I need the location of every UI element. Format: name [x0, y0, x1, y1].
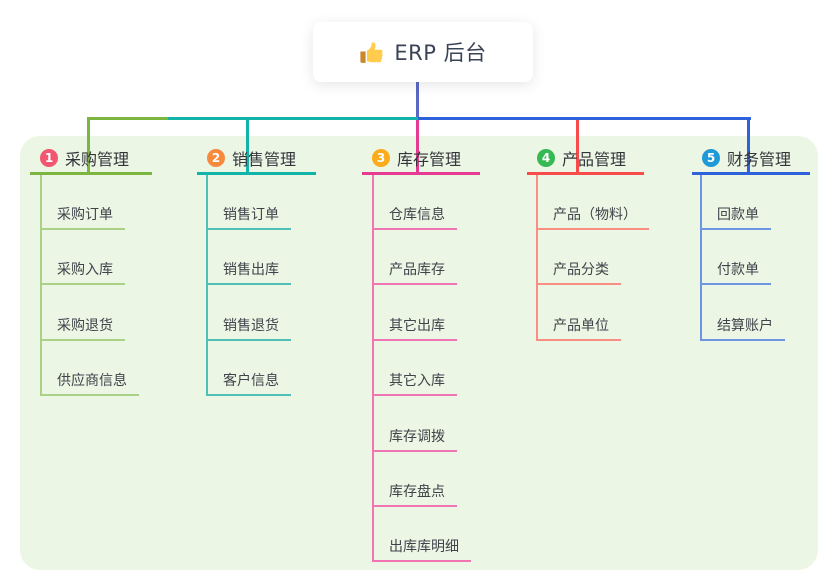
branch-2-number-badge: 2: [207, 149, 225, 167]
branch-5-child-3[interactable]: 结算账户: [717, 317, 773, 334]
branch-4-child-2-underline: [536, 283, 621, 286]
branch-2-child-1-underline: [206, 228, 291, 230]
branch-3-child-1[interactable]: 仓库信息: [389, 207, 445, 223]
branch-3-child-3-underline: [372, 338, 457, 341]
connector-segment-1: [87, 117, 168, 120]
root-node[interactable]: ERP 后台: [313, 22, 533, 82]
branch-4-child-1-underline: [536, 228, 649, 230]
branch-1-child-4[interactable]: 供应商信息: [57, 373, 127, 390]
branch-3-child-5[interactable]: 库存调拨: [389, 428, 445, 445]
branch-4-child-3-underline: [536, 338, 621, 341]
branch-2-title: 销售管理: [232, 150, 297, 169]
branch-1-trunk-line: [40, 175, 42, 397]
branch-2-child-4[interactable]: 客户信息: [223, 373, 279, 390]
branch-1-node[interactable]: 1 采购管理: [40, 147, 129, 169]
branch-3-child-4[interactable]: 其它入库: [389, 373, 445, 390]
branch-3-title: 库存管理: [397, 150, 462, 169]
branch-3-child-1-underline: [372, 228, 457, 230]
branch-5-drop-line: [747, 117, 750, 174]
branch-3-child-2[interactable]: 产品库存: [389, 262, 445, 279]
branch-5-child-2-underline: [700, 283, 771, 286]
branch-4-number-badge: 4: [537, 149, 555, 167]
branch-2-child-2-underline: [206, 283, 291, 286]
branch-1-title: 采购管理: [65, 150, 130, 169]
branch-1-child-3[interactable]: 采购退货: [57, 317, 113, 334]
branch-5-title: 财务管理: [727, 150, 792, 169]
branch-3-child-6[interactable]: 库存盘点: [389, 484, 445, 500]
branch-3-number-badge: 3: [372, 149, 390, 167]
branch-3-underline: [362, 172, 480, 175]
branch-1-child-2-underline: [40, 283, 125, 286]
branch-1-child-2[interactable]: 采购入库: [57, 262, 113, 279]
root-node-label: ERP 后台: [394, 41, 487, 65]
branch-1-child-4-underline: [40, 394, 139, 397]
branch-2-node[interactable]: 2 销售管理: [207, 147, 296, 169]
branch-4-child-2[interactable]: 产品分类: [553, 262, 609, 279]
branch-2-child-4-underline: [206, 394, 291, 397]
branch-2-child-3-underline: [206, 338, 291, 341]
branch-3-child-3[interactable]: 其它出库: [389, 317, 445, 334]
branch-3-node[interactable]: 3 库存管理: [372, 147, 461, 169]
branch-5-child-1[interactable]: 回款单: [717, 207, 759, 223]
branch-5-number-badge: 5: [702, 149, 720, 167]
branch-4-underline: [527, 172, 644, 175]
branch-2-underline: [197, 172, 316, 175]
connector-segment-3: [418, 117, 751, 120]
branch-5-child-1-underline: [700, 228, 771, 230]
branch-5-trunk-line: [700, 175, 702, 341]
branch-4-node[interactable]: 4 产品管理: [537, 147, 626, 169]
branch-4-child-1[interactable]: 产品（物料）: [553, 207, 637, 223]
branch-1-child-1[interactable]: 采购订单: [57, 207, 113, 223]
branch-1-underline: [30, 172, 152, 175]
root-stem-line: [416, 82, 419, 120]
branch-1-child-3-underline: [40, 338, 125, 341]
branch-2-child-2[interactable]: 销售出库: [223, 262, 279, 279]
branch-2-trunk-line: [206, 175, 208, 397]
branch-3-child-4-underline: [372, 394, 457, 397]
thumbs-up-icon: [360, 41, 384, 63]
branch-4-child-3[interactable]: 产品单位: [553, 317, 609, 334]
branch-5-child-2[interactable]: 付款单: [717, 262, 759, 279]
branch-3-child-7[interactable]: 出库库明细: [389, 539, 459, 556]
connector-segment-2: [168, 117, 418, 120]
branch-2-child-1[interactable]: 销售订单: [223, 207, 279, 223]
branch-3-child-7-underline: [372, 560, 471, 563]
branch-3-drop-line: [416, 117, 419, 174]
branch-5-underline: [692, 172, 810, 175]
branch-2-drop-line: [246, 117, 249, 174]
branch-3-child-6-underline: [372, 505, 457, 507]
branch-3-child-5-underline: [372, 449, 457, 452]
branch-3-trunk-line: [372, 175, 374, 563]
branch-5-child-3-underline: [700, 338, 785, 341]
branch-4-trunk-line: [536, 175, 538, 341]
branch-2-child-3[interactable]: 销售退货: [223, 317, 279, 334]
branch-5-node[interactable]: 5 财务管理: [702, 147, 791, 169]
branch-4-drop-line: [576, 117, 579, 174]
branch-3-child-2-underline: [372, 283, 457, 286]
branch-1-number-badge: 1: [40, 149, 58, 167]
branch-4-title: 产品管理: [562, 150, 627, 169]
mindmap-background-panel: [20, 136, 818, 570]
branch-1-drop-line: [87, 117, 90, 174]
branch-1-child-1-underline: [40, 228, 125, 230]
